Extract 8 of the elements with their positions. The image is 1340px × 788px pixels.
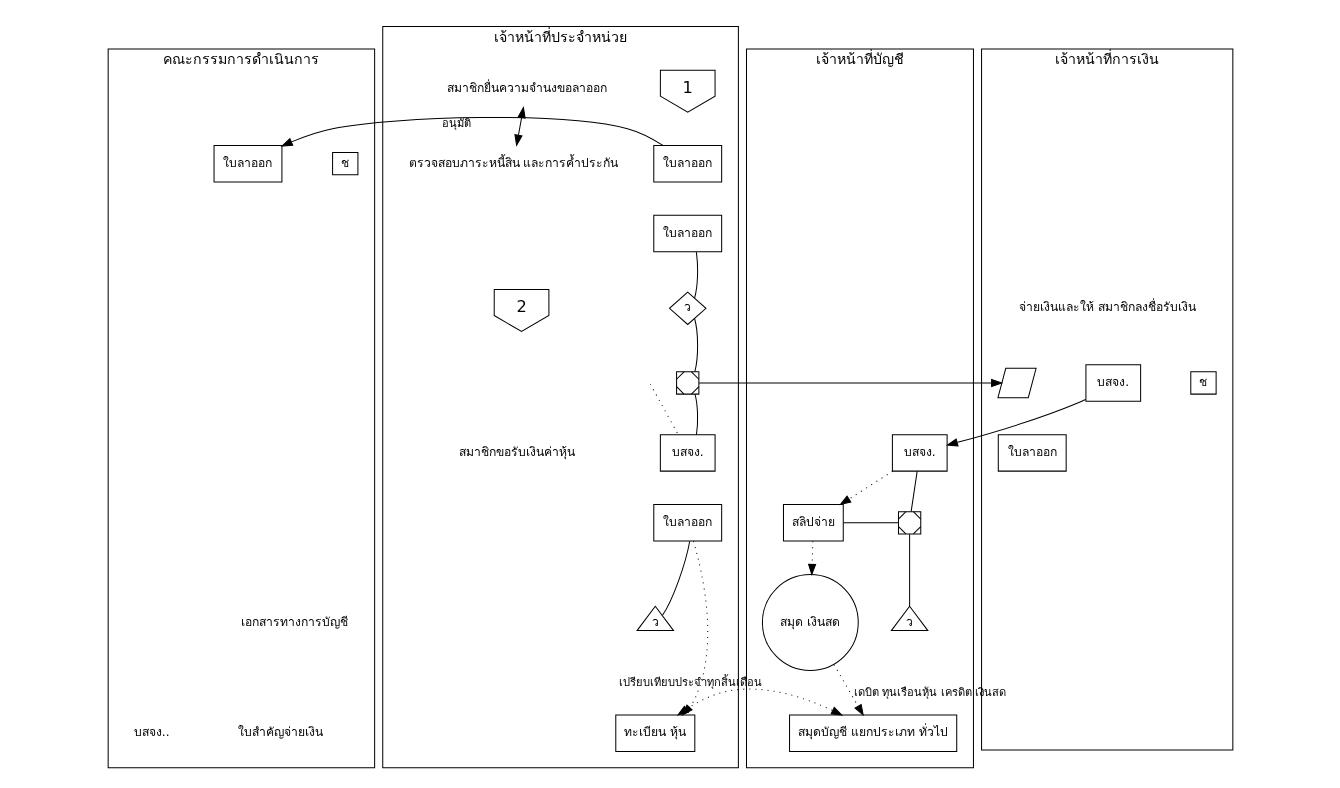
node-text: สมาชิกยื่นความจำนงขอลาออก (446, 81, 607, 96)
label: เอกสารทางการบัญชี (240, 614, 348, 629)
label: บสจง.. (133, 725, 170, 740)
label: สมาชิกขอรับเงินค่าหุ้น (459, 445, 575, 460)
node-text: ตรวจสอบภาระหนี้สิน และการค้ำประกัน (408, 155, 618, 170)
label: ใบสำคัญจ่ายเงิน (237, 725, 323, 740)
label: จ่ายเงินและให้ สมาชิกลงชื่อรับเงิน (1018, 300, 1196, 315)
edge-label: อนุมัติ (441, 116, 471, 130)
